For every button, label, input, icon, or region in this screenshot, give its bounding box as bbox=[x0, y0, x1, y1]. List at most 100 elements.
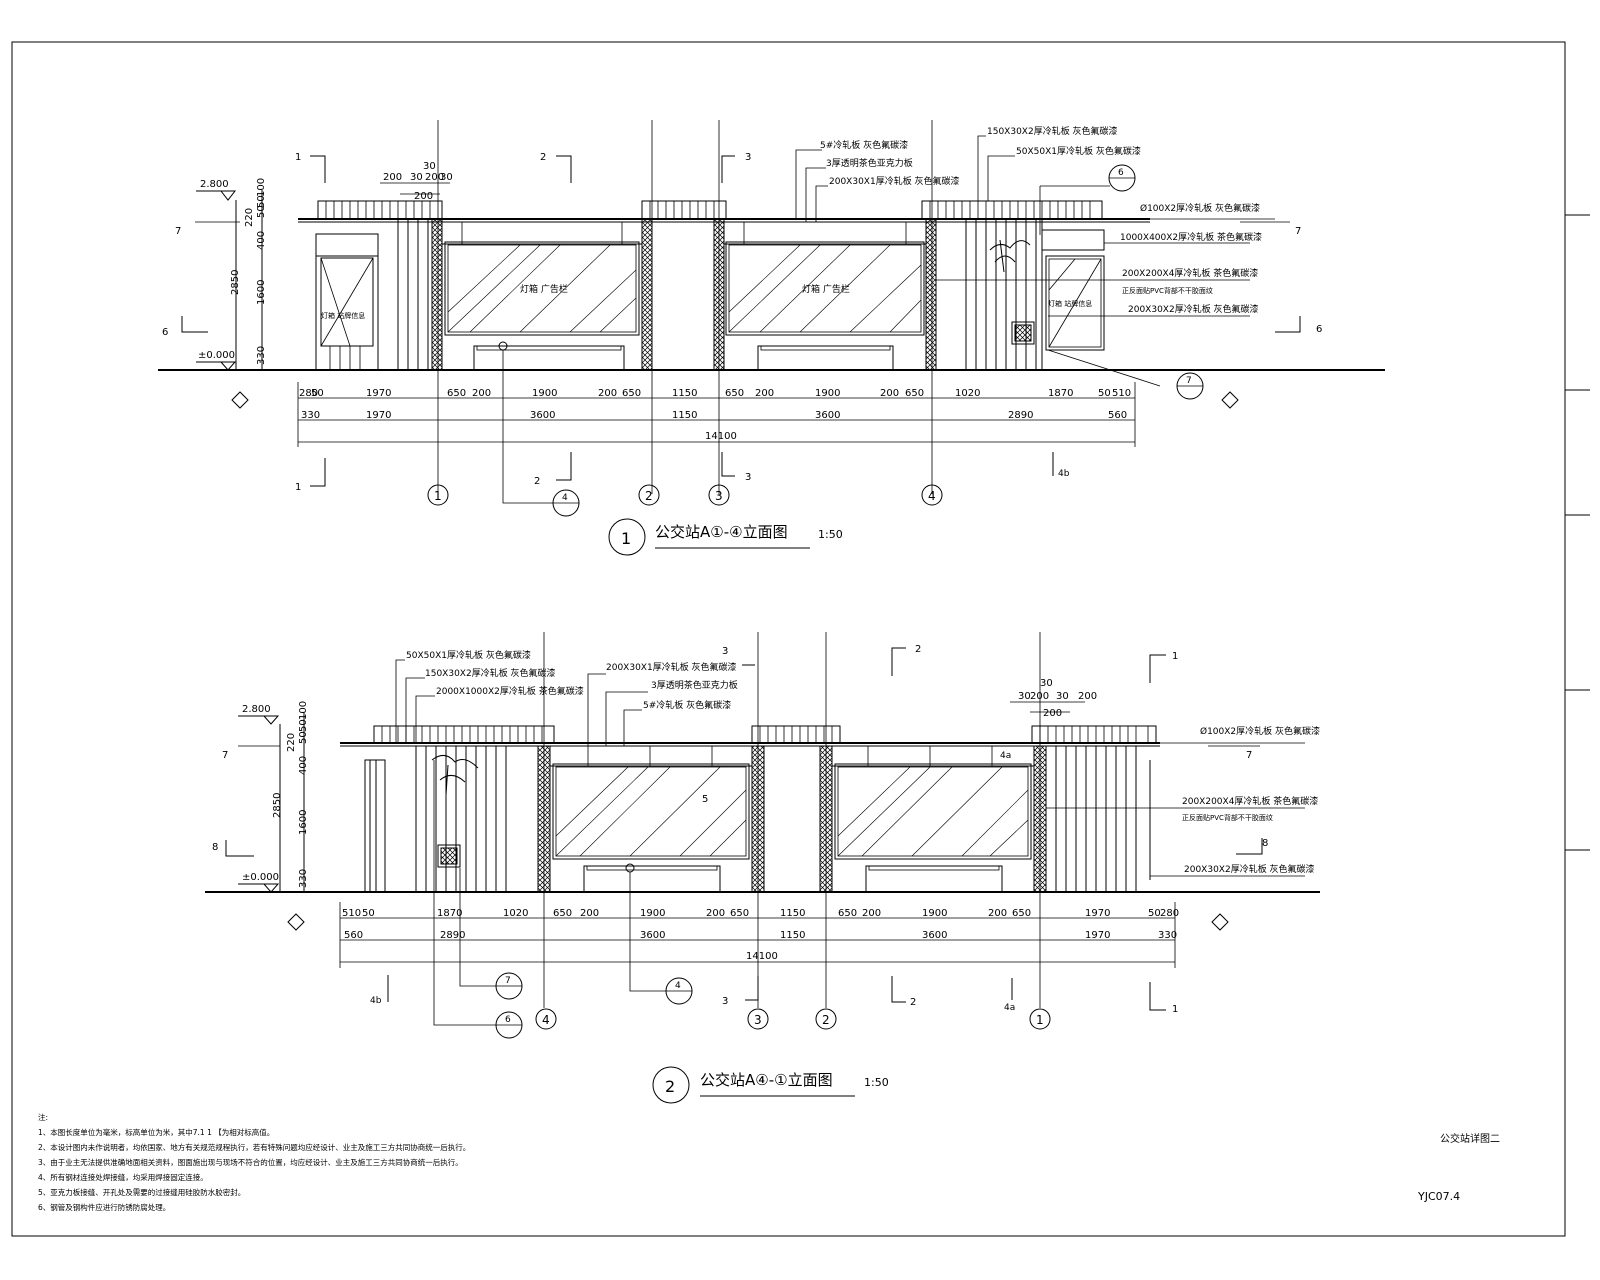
dimension-label: 1970 bbox=[366, 388, 391, 399]
dimension-label: 1970 bbox=[1085, 908, 1110, 919]
svg-text:1000X400X2厚冷轧板 茶色氟碳漆: 1000X400X2厚冷轧板 茶色氟碳漆 bbox=[1120, 231, 1262, 243]
dimension-label: 50 bbox=[362, 908, 375, 919]
svg-text:200: 200 bbox=[1043, 708, 1062, 719]
svg-text:4a: 4a bbox=[1000, 751, 1011, 761]
elevation-1-title-text: 公交站A①-④立面图 bbox=[655, 523, 788, 541]
svg-text:14100: 14100 bbox=[746, 951, 778, 962]
elevation-1-title: 1 公交站A①-④立面图 1:50 bbox=[608, 518, 843, 556]
svg-text:330: 330 bbox=[256, 346, 267, 365]
svg-text:30: 30 bbox=[423, 161, 436, 172]
gridlines-2 bbox=[543, 632, 1041, 1008]
dimension-label: 200 bbox=[580, 908, 599, 919]
detail-bubbles: 4 7 6 bbox=[231, 164, 1239, 517]
dimension-label: 1150 bbox=[780, 930, 805, 941]
svg-text:4: 4 bbox=[675, 981, 681, 991]
svg-text:3厚透明茶色亚克力板: 3厚透明茶色亚克力板 bbox=[651, 679, 738, 691]
side-sign-left-label: 灯箱 站牌信息 bbox=[321, 311, 365, 320]
dimension-label: 280 bbox=[299, 388, 318, 399]
dimension-label: 50 bbox=[1148, 908, 1161, 919]
svg-text:2: 2 bbox=[645, 489, 653, 503]
svg-text:3: 3 bbox=[745, 472, 751, 483]
svg-text:正反面贴PVC背部不干胶面纹: 正反面贴PVC背部不干胶面纹 bbox=[1122, 286, 1213, 295]
dimension-label: 510 bbox=[1112, 388, 1131, 399]
dimension-label: 280 bbox=[1160, 908, 1179, 919]
ad-panel-2-label: 灯箱 广告栏 bbox=[802, 283, 850, 295]
dimension-label: 50 bbox=[1098, 388, 1111, 399]
note-item: 5、亚克力板接缝、开孔处及需要的过接缝用硅胶防水胶密封。 bbox=[38, 1188, 246, 1197]
svg-text:1: 1 bbox=[1172, 1004, 1178, 1015]
svg-text:200X30X2厚冷轧板 灰色氟碳漆: 200X30X2厚冷轧板 灰色氟碳漆 bbox=[1184, 863, 1315, 875]
dimension-label: 2890 bbox=[1008, 410, 1033, 421]
svg-text:3: 3 bbox=[754, 1013, 762, 1027]
svg-text:6: 6 bbox=[1118, 168, 1124, 178]
elevation-2-title: 2 公交站A④-①立面图 1:50 bbox=[652, 1066, 889, 1104]
side-sign-right: 灯箱 站牌信息 bbox=[1041, 229, 1105, 351]
roof-grille-left-2 bbox=[373, 725, 555, 744]
dimension-label: 50 bbox=[311, 388, 324, 399]
svg-text:30: 30 bbox=[410, 172, 423, 183]
dimension-label: 650 bbox=[730, 908, 749, 919]
height-dims: 100 50 220 50 400 1600 330 2850 bbox=[230, 178, 267, 365]
svg-text:50X50X1厚冷轧板 灰色氟碳漆: 50X50X1厚冷轧板 灰色氟碳漆 bbox=[1016, 145, 1141, 157]
svg-text:30: 30 bbox=[1040, 678, 1053, 689]
svg-text:2.800: 2.800 bbox=[242, 704, 271, 715]
dimension-label: 1150 bbox=[672, 388, 697, 399]
svg-text:1: 1 bbox=[1172, 651, 1178, 662]
ad-panel-2: 灯箱 广告栏 bbox=[723, 221, 927, 336]
svg-text:1: 1 bbox=[295, 152, 301, 163]
dimension-label: 1870 bbox=[437, 908, 462, 919]
dimension-label: 1020 bbox=[955, 388, 980, 399]
svg-text:100: 100 bbox=[298, 701, 309, 720]
svg-text:50: 50 bbox=[256, 205, 267, 218]
svg-text:1600: 1600 bbox=[298, 810, 309, 835]
svg-text:30: 30 bbox=[1018, 691, 1031, 702]
dimension-label: 560 bbox=[1108, 410, 1127, 421]
svg-text:200X30X1厚冷轧板 灰色氟碳漆: 200X30X1厚冷轧板 灰色氟碳漆 bbox=[606, 661, 737, 673]
dimension-label: 1900 bbox=[640, 908, 665, 919]
svg-text:2: 2 bbox=[665, 1077, 675, 1096]
svg-text:2: 2 bbox=[534, 476, 540, 487]
column-4 bbox=[925, 218, 937, 371]
ad-panel-3: 5 bbox=[549, 745, 753, 860]
level-ground: ±0.000 bbox=[198, 350, 235, 361]
note-item: 1、本图长度单位为毫米，标高单位为米，其中7.1 1 【为相对标高值。 bbox=[38, 1128, 275, 1137]
svg-text:4b: 4b bbox=[1058, 469, 1070, 479]
svg-text:200: 200 bbox=[383, 172, 402, 183]
dimension-label: 200 bbox=[706, 908, 725, 919]
svg-text:3: 3 bbox=[715, 489, 723, 503]
svg-text:200X30X2厚冷轧板 灰色氟碳漆: 200X30X2厚冷轧板 灰色氟碳漆 bbox=[1128, 303, 1259, 315]
detail-bubbles-2: 4 7 6 bbox=[287, 760, 1229, 1039]
right-slats-2 bbox=[1045, 746, 1151, 892]
dimension-label: 1020 bbox=[503, 908, 528, 919]
svg-text:3: 3 bbox=[745, 152, 751, 163]
svg-text:8: 8 bbox=[212, 842, 218, 853]
roof-grille-left bbox=[317, 200, 443, 220]
dimension-label: 1870 bbox=[1048, 388, 1073, 399]
elevation-1: 灯箱 站牌信息 灯箱 广告栏 bbox=[158, 120, 1385, 556]
dimension-label: 560 bbox=[344, 930, 363, 941]
roof-grille-mid-2 bbox=[751, 725, 841, 744]
elevation-2: 5 4a 3 2 1 2 1 3 bbox=[205, 632, 1320, 1104]
svg-text:100: 100 bbox=[256, 178, 267, 197]
bench-1 bbox=[473, 341, 625, 371]
svg-text:2: 2 bbox=[540, 152, 546, 163]
column-bubbles: 1 2 3 4 bbox=[427, 484, 943, 506]
ad-panel-1-label: 灯箱 广告栏 bbox=[520, 283, 568, 295]
svg-text:7: 7 bbox=[1246, 750, 1252, 761]
svg-text:6: 6 bbox=[162, 327, 168, 338]
svg-text:2850: 2850 bbox=[230, 270, 241, 295]
dimension-label: 510 bbox=[342, 908, 361, 919]
svg-text:2: 2 bbox=[915, 644, 921, 655]
general-notes: 注: 1、本图长度单位为毫米，标高单位为米，其中7.1 1 【为相对标高值。 2… bbox=[38, 1110, 738, 1215]
height-dims-2: 100 50 220 50 400 1600 330 2850 bbox=[272, 701, 309, 888]
svg-text:50: 50 bbox=[256, 195, 267, 208]
dimension-label: 650 bbox=[905, 388, 924, 399]
svg-text:Ø100X2厚冷轧板 灰色氟碳漆: Ø100X2厚冷轧板 灰色氟碳漆 bbox=[1140, 202, 1260, 214]
svg-text:150X30X2厚冷轧板 灰色氟碳漆: 150X30X2厚冷轧板 灰色氟碳漆 bbox=[987, 125, 1118, 137]
dimension-label: 200 bbox=[598, 388, 617, 399]
svg-text:3: 3 bbox=[722, 996, 728, 1007]
dimension-label: 2890 bbox=[440, 930, 465, 941]
